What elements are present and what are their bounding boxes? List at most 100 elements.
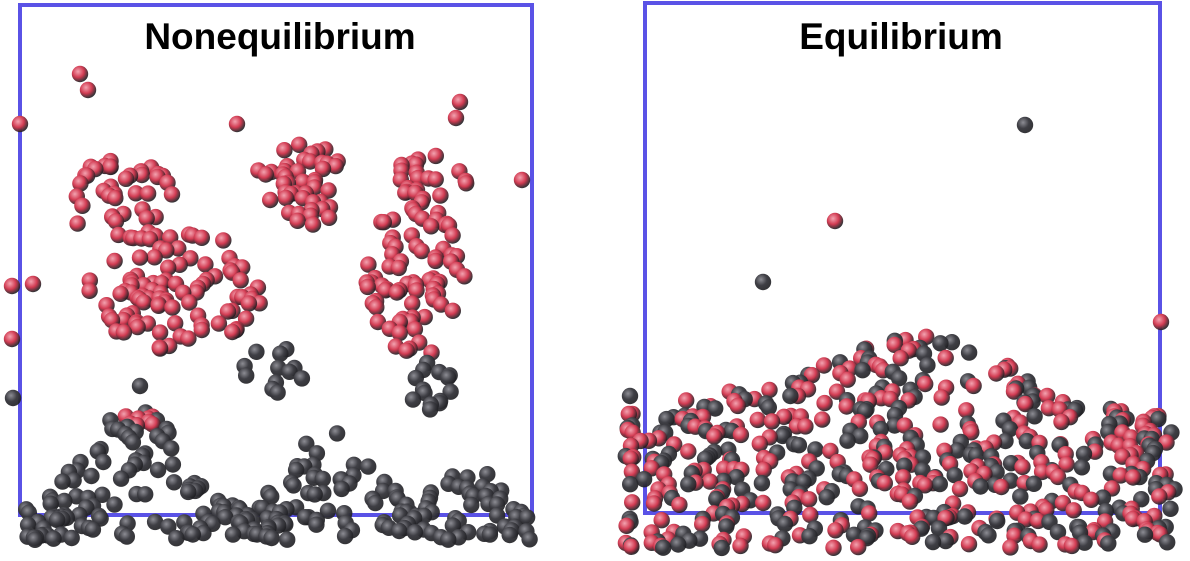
gray-particle (914, 449, 932, 466)
gray-particle (269, 384, 286, 401)
red-particle (112, 285, 129, 302)
gray-particle (287, 461, 305, 479)
red-particle (886, 336, 903, 354)
red-particle (224, 323, 241, 341)
red-particle (749, 411, 766, 429)
red-particle (916, 477, 934, 494)
red-particle (850, 538, 867, 556)
red-particle (892, 350, 909, 367)
red-particle (838, 398, 855, 415)
panel-title-nonequilibrium: Nonequilibrium (144, 16, 416, 57)
red-particle (360, 256, 377, 273)
red-particle (71, 65, 89, 83)
red-particle (3, 277, 21, 295)
red-particle (963, 424, 980, 441)
red-particle (406, 321, 424, 338)
nonequilibrium-panel: Nonequilibrium (3, 3, 538, 548)
gray-particle (285, 477, 302, 494)
red-particle (302, 153, 319, 170)
red-particle (1005, 383, 1023, 400)
red-particle (164, 299, 181, 316)
red-particle (398, 342, 415, 359)
red-particle (133, 166, 151, 184)
red-particle (291, 136, 308, 153)
red-particle (825, 539, 842, 556)
red-particle (761, 381, 778, 399)
red-particle (816, 394, 833, 412)
gray-particle (655, 539, 672, 556)
red-particle (751, 435, 768, 452)
gray-particle (281, 363, 298, 380)
red-particle (170, 240, 187, 257)
red-particle (151, 324, 169, 341)
gray-particle (1073, 459, 1091, 476)
red-particle (513, 171, 531, 189)
gray-particle (1016, 116, 1034, 134)
red-particle (767, 537, 784, 554)
red-particle (427, 147, 444, 165)
red-particle (228, 115, 246, 133)
gray-particle (63, 529, 80, 547)
equilibrium-box-outline (643, 1, 1162, 515)
red-particle (624, 494, 641, 511)
red-particle (933, 389, 950, 406)
red-particle (671, 496, 688, 513)
gray-particle (931, 475, 948, 493)
red-particle (408, 282, 425, 299)
red-particle (622, 450, 639, 467)
red-particle (375, 214, 392, 231)
red-particle (3, 330, 21, 348)
gray-particle (854, 362, 871, 379)
red-particle (894, 469, 912, 486)
gray-particle (319, 502, 337, 519)
red-particle (139, 185, 157, 202)
red-particle (826, 212, 844, 230)
red-particle (958, 402, 975, 419)
gray-particle (45, 530, 62, 547)
red-particle (138, 210, 155, 227)
red-particle (127, 185, 145, 202)
gray-particle (839, 432, 856, 449)
gray-particle (421, 401, 439, 418)
red-particle (102, 158, 119, 176)
gray-particle (336, 527, 354, 545)
red-particle (1017, 395, 1034, 413)
gray-particle (306, 486, 323, 503)
red-particle (115, 324, 133, 341)
gray-particle (84, 521, 102, 538)
red-particle (827, 522, 844, 539)
red-particle (391, 324, 408, 342)
panel-title-equilibrium: Equilibrium (799, 16, 1003, 57)
red-particle (368, 299, 385, 316)
red-particle (24, 275, 42, 293)
gray-particle (367, 494, 384, 512)
red-particle (1031, 536, 1048, 553)
red-particle (359, 278, 376, 296)
red-particle (1053, 413, 1070, 431)
red-particle (932, 416, 949, 433)
gray-particle (164, 456, 182, 473)
red-particle (1002, 539, 1019, 556)
gray-particle (481, 526, 499, 543)
red-particle (896, 417, 913, 434)
gray-particle (293, 370, 311, 387)
red-particle (11, 115, 29, 133)
red-particle (427, 171, 444, 188)
red-particle (701, 473, 719, 490)
gray-particle (94, 486, 111, 503)
red-particle (215, 232, 232, 249)
red-particle (458, 175, 475, 192)
gray-particle (1159, 534, 1176, 551)
gray-particle (131, 377, 149, 395)
red-particle (276, 142, 293, 159)
red-particle (1124, 469, 1142, 486)
gray-particle (160, 518, 177, 535)
red-particle (181, 294, 198, 311)
red-particle (219, 303, 237, 320)
red-particle (79, 81, 97, 99)
red-particle (1151, 488, 1168, 505)
gray-particle (980, 527, 997, 544)
red-particle (1049, 468, 1067, 486)
gray-particle (852, 427, 869, 445)
red-particle (444, 302, 461, 319)
